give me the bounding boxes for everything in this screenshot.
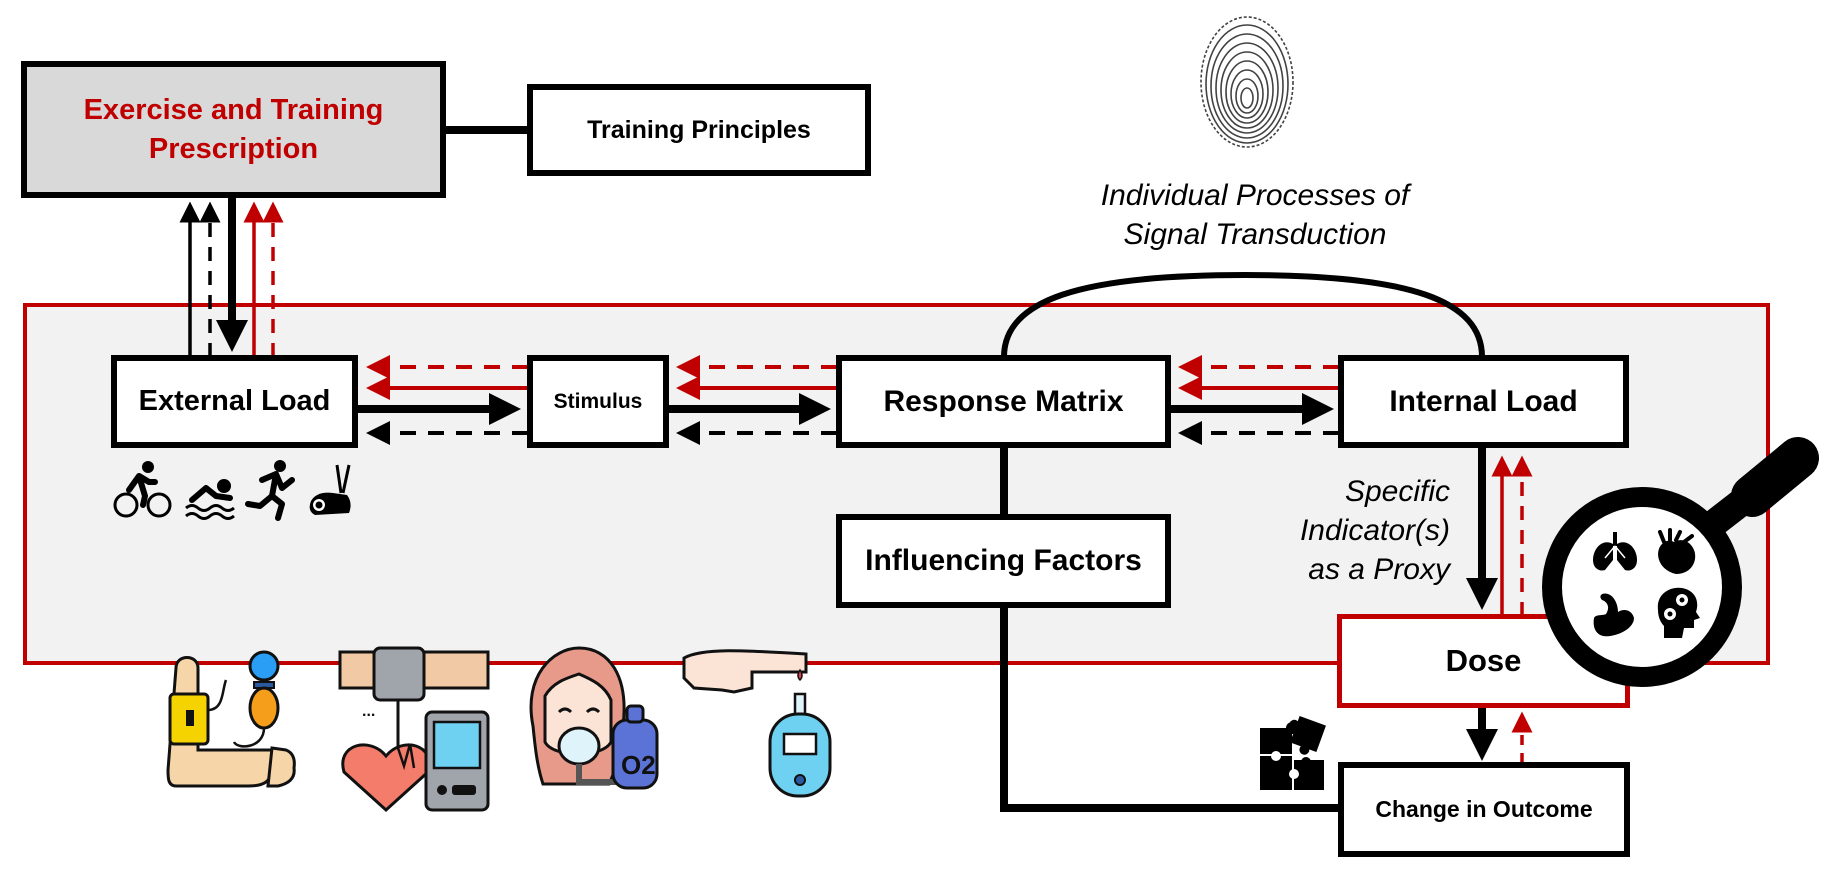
- arc-signal-transduction: [1001, 271, 1485, 358]
- node-dose: Dose: [1337, 614, 1630, 708]
- proxy-line-2: Indicator(s): [1299, 514, 1450, 547]
- proxy-line-3: as a Proxy: [1308, 553, 1450, 586]
- node-change-in-outcome: Change in Outcome: [1338, 762, 1630, 857]
- change-in-outcome-label: Change in Outcome: [1375, 796, 1593, 822]
- dose-label: Dose: [1445, 643, 1522, 678]
- node-response-matrix: Response Matrix: [836, 355, 1171, 448]
- signal-transduction-line-2: Signal Transduction: [1123, 218, 1387, 251]
- node-external-load: External Load: [111, 355, 358, 448]
- proxy-label: Specific Indicator(s) as a Proxy: [1240, 472, 1450, 589]
- external-load-label: External Load: [138, 385, 331, 417]
- stimulus-label: Stimulus: [553, 389, 643, 413]
- node-prescription: Exercise and Training Prescription: [21, 61, 446, 198]
- proxy-line-1: Specific: [1344, 475, 1450, 508]
- internal-load-label: Internal Load: [1389, 384, 1578, 418]
- node-training-principles: Training Principles: [527, 84, 871, 176]
- node-stimulus: Stimulus: [527, 355, 669, 448]
- prescription-label: Exercise and Training Prescription: [83, 93, 384, 165]
- response-matrix-label: Response Matrix: [883, 384, 1124, 418]
- signal-transduction-label: Individual Processes of Signal Transduct…: [1060, 176, 1450, 254]
- influencing-factors-label: Influencing Factors: [865, 544, 1142, 577]
- node-internal-load: Internal Load: [1338, 355, 1629, 448]
- signal-transduction-line-1: Individual Processes of: [1100, 179, 1410, 212]
- node-influencing-factors: Influencing Factors: [836, 514, 1171, 608]
- connector-influencing-change-outcome: [1000, 606, 1339, 812]
- training-principles-label: Training Principles: [587, 115, 811, 144]
